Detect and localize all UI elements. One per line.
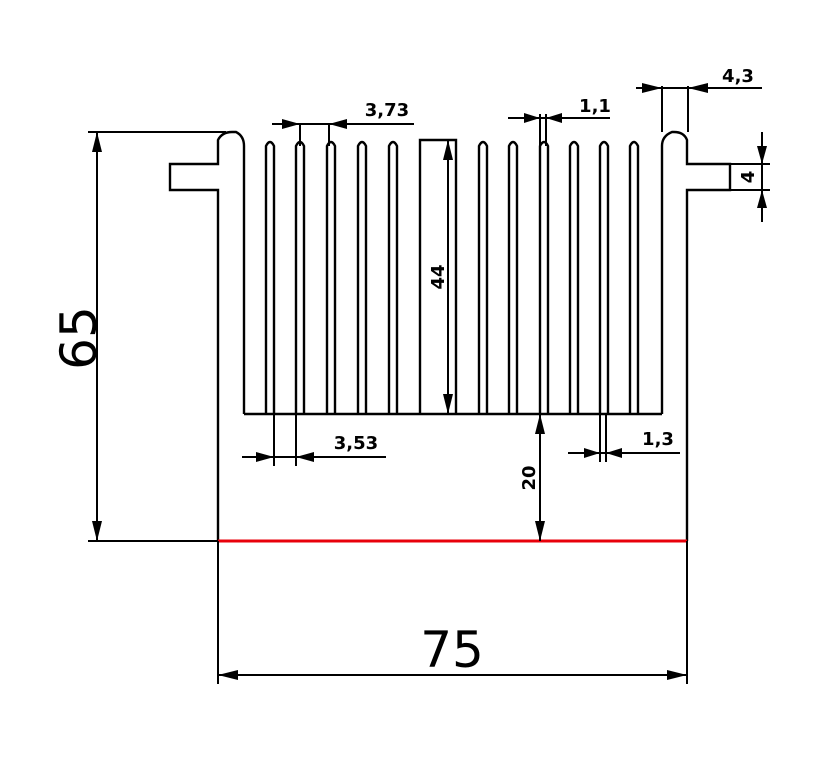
dim-total-height-label: 65 bbox=[50, 306, 108, 370]
dim-total-width-label: 75 bbox=[420, 621, 484, 679]
dim-fin-root-label: 1,3 bbox=[642, 429, 674, 450]
dim-end-wall-label: 4,3 bbox=[722, 66, 754, 87]
dim-fin-tip-label: 1,1 bbox=[579, 96, 611, 117]
dim-tab-height-label: 4 bbox=[738, 171, 759, 184]
dim-base-height-label: 20 bbox=[519, 465, 540, 490]
dim-fin-gap-top-label: 3,73 bbox=[365, 100, 409, 121]
dim-fin-height-label: 44 bbox=[428, 264, 449, 289]
extension-lines bbox=[88, 131, 770, 684]
dimension-lines bbox=[92, 83, 767, 680]
dim-fin-gap-bottom-label: 3,53 bbox=[334, 433, 378, 454]
